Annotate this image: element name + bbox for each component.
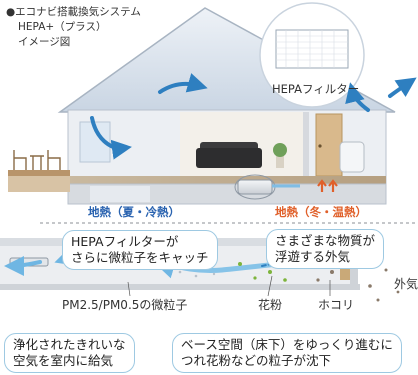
outside-air-line1: さまざまな物質が (275, 233, 376, 248)
upper-airflow-arrows (90, 73, 417, 160)
outside-air-line2: 浮遊する外気 (275, 249, 351, 264)
base-space-line1: ベース空間（床下）をゆっくり進むに (181, 337, 393, 352)
diagram-title-line1: ●エコナビ搭載換気システム (6, 6, 141, 18)
hepa-catch-line1: HEPAフィルターが (71, 234, 179, 249)
house-duct (234, 174, 300, 200)
base-space-callout: ベース空間（床下）をゆっくり進むに つれ花粉などの粒子が沈下 (172, 333, 402, 373)
pm-particles (178, 270, 216, 278)
hepa-catch-callout: HEPAフィルターが さらに微粒子をキャッチ (62, 230, 218, 270)
outside-air-callout: さまざまな物質が 浮遊する外気 (266, 229, 385, 269)
base-space-line2: つれ花粉などの粒子が沈下 (181, 353, 332, 368)
hepa-filter-illustration (259, 2, 365, 108)
dust-label: ホコリ (318, 298, 355, 312)
outside-air-label: 外気 (394, 277, 418, 291)
clean-air-line1: 浄化されたきれいな (13, 337, 126, 352)
summer-geothermal-label: 地熱（夏・冷熱） (88, 205, 180, 219)
diagram-title-line2: HEPA+（プラス） (18, 21, 107, 33)
dust-particles (316, 268, 400, 302)
diagram-title-line3: イメージ図 (18, 36, 71, 48)
pm-particles-label: PM2.5/PM0.5の微粒子 (62, 298, 188, 312)
winter-geothermal-label: 地熱（冬・温熱） (275, 205, 367, 219)
hepa-catch-line2: さらに微粒子をキャッチ (71, 250, 209, 265)
warm-air-arrows (317, 179, 338, 192)
hepa-filter-label: HEPAフィルター (272, 82, 360, 96)
pollen-label: 花粉 (258, 298, 283, 312)
clean-air-callout: 浄化されたきれいな 空気を室内に給気 (4, 333, 135, 373)
clean-air-line2: 空気を室内に給気 (13, 353, 114, 368)
label-leaders (127, 275, 331, 297)
